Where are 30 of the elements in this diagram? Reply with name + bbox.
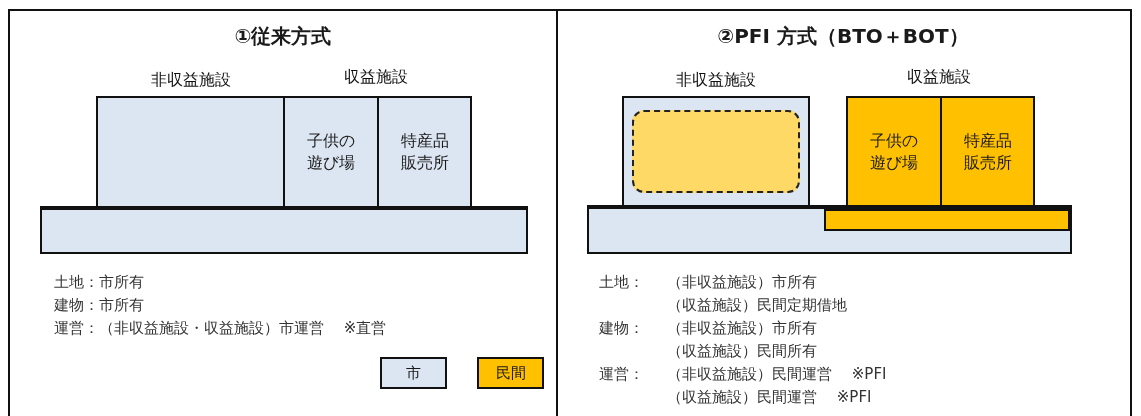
facility-box: 子供の遊び場 — [283, 96, 379, 208]
note-text: （収益施設）民間運営 ※PFI — [667, 387, 872, 407]
note-text: 運営： — [599, 364, 644, 384]
note-text: 土地： — [599, 272, 644, 292]
legend-key: 民間 — [477, 357, 544, 389]
note-text: 運営：（非収益施設・収益施設）市運営 ※直営 — [54, 318, 387, 338]
land-bar — [824, 209, 1070, 231]
note-text: 土地：市所有 — [54, 272, 144, 292]
panel — [8, 9, 558, 416]
note-text: 建物： — [599, 318, 644, 338]
facility-box: 特産品販売所 — [377, 96, 472, 208]
legend-key: 市 — [380, 357, 447, 389]
panel-title: ①従来方式 — [234, 23, 332, 49]
facility-box: 子供の遊び場 — [846, 96, 942, 208]
land-bar — [587, 205, 1072, 254]
facility-box: 特産品販売所 — [940, 96, 1035, 208]
note-text: （非収益施設）市所有 — [667, 272, 817, 292]
note-text: （非収益施設）市所有 — [667, 318, 817, 338]
note-text: 建物：市所有 — [54, 295, 144, 315]
facility-heading: 収益施設 — [907, 67, 971, 87]
note-text: （非収益施設）民間運営 ※PFI — [667, 364, 887, 384]
panel-title: ②PFI 方式（BTO＋BOT） — [717, 23, 969, 49]
facility-heading: 非収益施設 — [150, 70, 231, 90]
dashed-area — [632, 110, 800, 193]
facility-heading: 非収益施設 — [676, 70, 756, 90]
note-text: （収益施設）民間定期借地 — [667, 295, 847, 315]
land-bar — [40, 206, 528, 254]
facility-heading: 収益施設 — [344, 67, 408, 87]
note-text: （収益施設）民間所有 — [667, 341, 817, 361]
panel — [556, 9, 1132, 416]
